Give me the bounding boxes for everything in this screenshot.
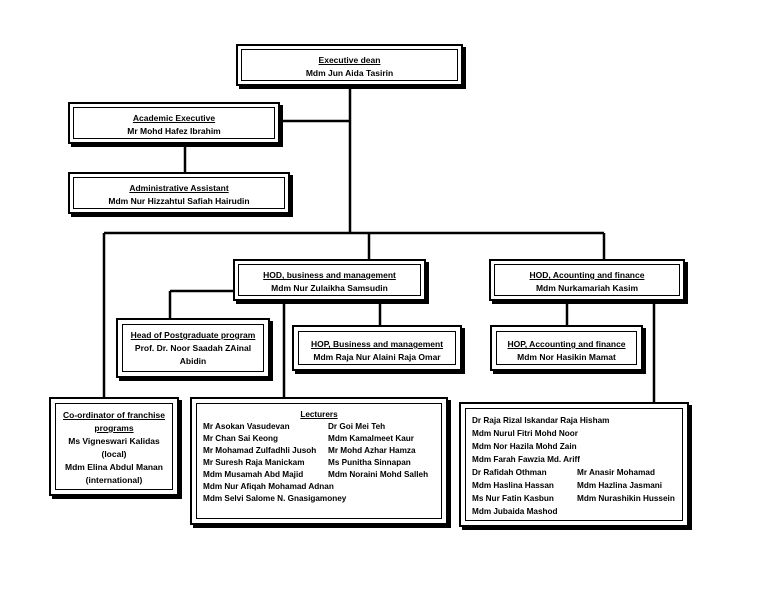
lecturer-name: Mr Suresh Raja Manickam xyxy=(203,458,305,467)
hop-business-name: Mdm Raja Nur Alaini Raja Omar xyxy=(313,352,441,362)
accounting-staff-name: Mdm Hazlina Jasmani xyxy=(577,481,663,490)
hop-business-box: HOP, Business and management Mdm Raja Nu… xyxy=(292,325,462,371)
hop-business-title: HOP, Business and management xyxy=(310,339,444,349)
lecturer-name: Mr Mohd Azhar Hamza xyxy=(328,446,416,455)
hop-accounting-title: HOP, Accounting and finance xyxy=(507,339,626,349)
lecturers-right-column: Dr Goi Mei Teh Mdm Kamalmeet Kaur Mr Moh… xyxy=(328,421,428,481)
accounting-staff-name: Mdm Haslina Hassan xyxy=(472,481,554,490)
head-postgraduate-title: Head of Postgraduate program xyxy=(130,330,256,340)
accounting-staff-name: Dr Rafidah Othman xyxy=(472,468,547,477)
coordinator-line: Ms Vigneswari Kalidas xyxy=(68,436,160,446)
lecturers-box: Lecturers Mr Asokan Vasudevan Mr Chan Sa… xyxy=(190,397,448,525)
lecturer-name: Mdm Musamah Abd Majid xyxy=(203,470,304,479)
accounting-staff-name: Mdm Jubaida Mashod xyxy=(472,507,558,516)
accounting-staff-name: Mdm Nurul Fitri Mohd Noor xyxy=(472,429,578,438)
hod-business-box: HOD, business and management Mdm Nur Zul… xyxy=(233,259,426,301)
lecturer-name: Mdm Nur Afiqah Mohamad Adnan xyxy=(203,482,334,491)
academic-executive-name: Mr Mohd Hafez Ibrahim xyxy=(127,126,221,136)
lecturer-name: Mr Mohamad Zulfadhli Jusoh xyxy=(203,446,317,455)
coordinator-box: Co-ordinator of franchise programs Ms Vi… xyxy=(49,397,179,496)
executive-dean-box: Executive dean Mdm Jun Aida Tasirin xyxy=(236,44,463,86)
executive-dean-name: Mdm Jun Aida Tasirin xyxy=(305,68,394,78)
coordinator-line: (international) xyxy=(85,475,143,485)
lecturer-name: Ms Punitha Sinnapan xyxy=(328,458,411,467)
lecturers-title: Lecturers xyxy=(300,410,338,419)
administrative-assistant-name: Mdm Nur Hizzahtul Safiah Hairudin xyxy=(108,196,250,206)
lecturer-name: Mr Chan Sai Keong xyxy=(203,434,279,443)
hod-business-name: Mdm Nur Zulaikha Samsudin xyxy=(271,283,388,293)
accounting-staff-name: Mdm Farah Fawzia Md. Ariff xyxy=(472,455,580,464)
coordinator-line: Mdm Elina Abdul Manan xyxy=(65,462,163,472)
coordinator-title-line2: programs xyxy=(94,423,134,433)
hod-accounting-name: Mdm Nurkamariah Kasim xyxy=(535,283,639,293)
coordinator-title-line1: Co-ordinator of franchise xyxy=(62,410,165,420)
administrative-assistant-title: Administrative Assistant xyxy=(129,183,229,193)
head-postgraduate-name-line2: Abidin xyxy=(179,356,207,366)
head-postgraduate-box: Head of Postgraduate program Prof. Dr. N… xyxy=(116,318,270,378)
lecturer-name: Mdm Kamalmeet Kaur xyxy=(328,434,414,443)
accounting-staff-right-column: Mr Anasir Mohamad Mdm Hazlina Jasmani Md… xyxy=(577,466,675,505)
accounting-staff-name: Mdm Nurashikin Hussein xyxy=(577,494,675,503)
lecturers-left-column: Mr Asokan Vasudevan Mr Chan Sai Keong Mr… xyxy=(203,421,346,505)
coordinator-line: (local) xyxy=(101,449,127,459)
hod-accounting-title: HOD, Acounting and finance xyxy=(529,270,645,280)
accounting-staff-name: Mr Anasir Mohamad xyxy=(577,468,655,477)
hop-accounting-box: HOP, Accounting and finance Mdm Nor Hasi… xyxy=(490,325,643,371)
hod-business-title: HOD, business and management xyxy=(263,270,396,280)
hop-accounting-name: Mdm Nor Hasikin Mamat xyxy=(517,352,616,362)
lecturer-name: Mr Asokan Vasudevan xyxy=(203,422,290,431)
lecturer-name: Dr Goi Mei Teh xyxy=(328,422,386,431)
hod-accounting-box: HOD, Acounting and finance Mdm Nurkamari… xyxy=(489,259,685,301)
head-postgraduate-name-line1: Prof. Dr. Noor Saadah ZAinal xyxy=(134,343,252,353)
accounting-staff-full-column: Dr Raja Rizal Iskandar Raja Hisham Mdm N… xyxy=(472,414,609,518)
accounting-staff-name: Ms Nur Fatin Kasbun xyxy=(472,494,554,503)
lecturer-name: Mdm Selvi Salome N. Gnasigamoney xyxy=(203,494,347,503)
executive-dean-title: Executive dean xyxy=(318,55,381,65)
lecturer-name: Mdm Noraini Mohd Salleh xyxy=(328,470,429,479)
accounting-staff-name: Dr Raja Rizal Iskandar Raja Hisham xyxy=(472,416,610,425)
accounting-staff-name: Mdm Nor Hazila Mohd Zain xyxy=(472,442,577,451)
administrative-assistant-box: Administrative Assistant Mdm Nur Hizzaht… xyxy=(68,172,290,214)
academic-executive-box: Academic Executive Mr Mohd Hafez Ibrahim xyxy=(68,102,280,144)
accounting-staff-box: Dr Raja Rizal Iskandar Raja Hisham Mdm N… xyxy=(459,402,689,527)
academic-executive-title: Academic Executive xyxy=(132,113,216,123)
